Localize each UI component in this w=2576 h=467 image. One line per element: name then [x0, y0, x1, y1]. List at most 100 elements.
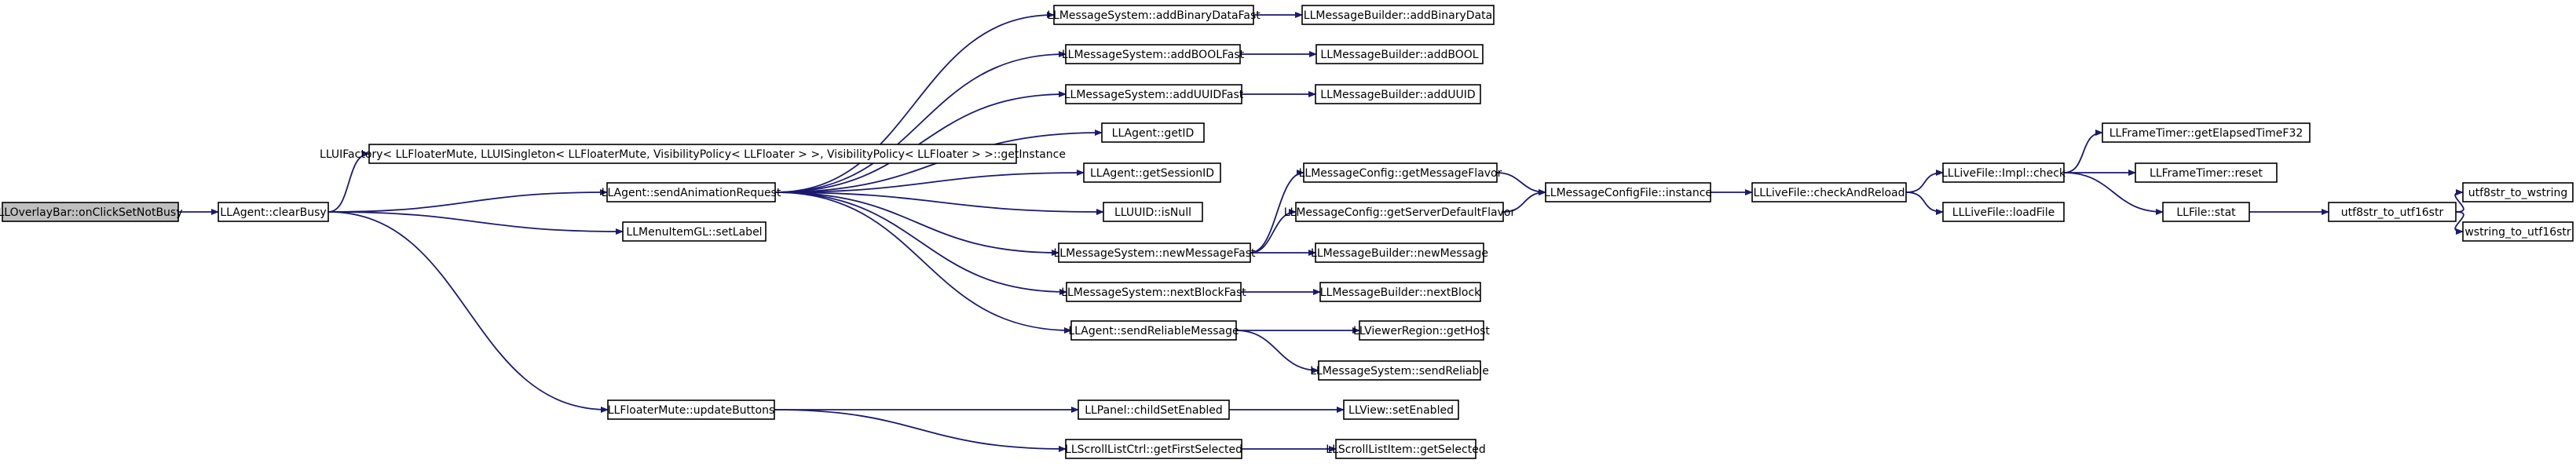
node-box[interactable]: [1070, 320, 1237, 341]
node-box[interactable]: [1065, 44, 1241, 64]
node-addbinary[interactable]: LLMessageBuilder::addBinaryData: [1301, 5, 1495, 25]
node-sendreliable_agent[interactable]: LLAgent::sendReliableMessage: [1068, 320, 1239, 341]
node-box[interactable]: [2135, 162, 2278, 183]
node-box[interactable]: [2, 202, 179, 222]
node-box[interactable]: [1343, 400, 1459, 420]
node-label: LLOverlayBar::onClickSetNotBusy: [0, 206, 183, 219]
node-wto16[interactable]: wstring_to_utf16str: [2462, 221, 2574, 242]
edge-implcheck-to-elapsed: [2063, 130, 2103, 173]
node-label: LLMessageConfigFile::instance: [1544, 187, 1712, 199]
node-label: LLLiveFile::Impl::check: [1941, 167, 2066, 180]
node-getid[interactable]: LLAgent::getID: [1101, 122, 1205, 143]
node-addboolfast[interactable]: LLMessageSystem::addBOOLFast: [1062, 44, 1245, 64]
node-label: utf8str_to_wstring: [2468, 187, 2567, 199]
node-label: LLAgent::sendReliableMessage: [1068, 325, 1239, 337]
node-box[interactable]: [1545, 182, 1711, 202]
node-reset[interactable]: LLFrameTimer::reset: [2135, 162, 2278, 183]
node-box[interactable]: [1065, 84, 1242, 104]
node-box[interactable]: [1295, 202, 1504, 222]
edge-checkreload-to-implcheck: [1905, 170, 1944, 193]
node-box[interactable]: [2162, 202, 2250, 222]
node-box[interactable]: [1101, 122, 1205, 143]
edge-getmsgflavor-to-cfginstance: [1496, 172, 1546, 195]
node-box[interactable]: [368, 144, 1017, 164]
edge-sendanim-to-adduuidfast: [774, 91, 1067, 193]
node-childsetenabled[interactable]: LLPanel::childSetEnabled: [1078, 400, 1230, 420]
node-box[interactable]: [1083, 162, 1221, 183]
node-updatebuttons[interactable]: LLFloaterMute::updateButtons: [607, 400, 775, 420]
node-newmessage[interactable]: LLMessageBuilder::newMessage: [1311, 243, 1488, 263]
node-getmsgflavor[interactable]: LLMessageConfig::getMessageFlavor: [1299, 162, 1502, 183]
node-box[interactable]: [1301, 5, 1495, 25]
node-getserverflavor[interactable]: LLMessageConfig::getServerDefaultFlavor: [1284, 202, 1516, 222]
node-label: LLAgent::getSessionID: [1090, 167, 1214, 180]
node-box[interactable]: [606, 182, 776, 202]
node-checkreload[interactable]: LLLiveFile::checkAndReload: [1751, 182, 1907, 202]
node-box[interactable]: [622, 221, 767, 242]
node-overlaybar[interactable]: LLOverlayBar::onClickSetNotBusy: [0, 202, 183, 222]
node-box[interactable]: [1942, 162, 2065, 183]
node-box[interactable]: [1315, 243, 1484, 263]
node-box[interactable]: [1359, 320, 1484, 341]
edge-sendanim-to-newmsgfast: [774, 192, 1059, 256]
node-box[interactable]: [1103, 202, 1203, 222]
node-loadfile[interactable]: LLLiveFile::loadFile: [1942, 202, 2065, 222]
node-uifactory[interactable]: LLUIFactory< LLFloaterMute, LLUISingleto…: [320, 144, 1066, 164]
node-box[interactable]: [1315, 84, 1481, 104]
node-box[interactable]: [2462, 182, 2574, 202]
node-label: LLMenuItemGL::setLabel: [626, 226, 762, 239]
edge-sendanim-to-addboolfast: [774, 51, 1067, 193]
node-isnull[interactable]: LLUUID::isNull: [1103, 202, 1203, 222]
node-getselected[interactable]: LLScrollListItem::getSelected: [1326, 439, 1486, 459]
node-box[interactable]: [607, 400, 775, 420]
node-stat[interactable]: LLFile::stat: [2162, 202, 2250, 222]
node-utf8to16[interactable]: utf8str_to_utf16str: [2328, 202, 2457, 222]
node-setenabled[interactable]: LLView::setEnabled: [1343, 400, 1459, 420]
node-getsessionid[interactable]: LLAgent::getSessionID: [1083, 162, 1221, 183]
node-utf8tow[interactable]: utf8str_to_wstring: [2462, 182, 2574, 202]
node-sendreliable_msg[interactable]: LLMessageSystem::sendReliable: [1310, 360, 1489, 381]
node-box[interactable]: [2328, 202, 2457, 222]
node-box[interactable]: [1942, 202, 2065, 222]
node-addbinaryfast[interactable]: LLMessageSystem::addBinaryDataFast: [1047, 5, 1261, 25]
node-label: LLMessageSystem::nextBlockFast: [1061, 286, 1246, 299]
node-box[interactable]: [1078, 400, 1230, 420]
node-label: LLMessageSystem::sendReliable: [1310, 365, 1489, 378]
node-sendanim[interactable]: LLAgent::sendAnimationRequest: [602, 182, 781, 202]
node-addbool[interactable]: LLMessageBuilder::addBOOL: [1315, 44, 1484, 64]
node-setlabel[interactable]: LLMenuItemGL::setLabel: [622, 221, 767, 242]
node-label: LLMessageSystem::newMessageFast: [1053, 247, 1256, 260]
node-nextblockfast[interactable]: LLMessageSystem::nextBlockFast: [1061, 282, 1246, 302]
node-adduuid[interactable]: LLMessageBuilder::addUUID: [1315, 84, 1481, 104]
edge-sendanim-to-sendreliable_agent: [774, 192, 1072, 334]
node-box[interactable]: [1751, 182, 1907, 202]
node-box[interactable]: [1053, 5, 1254, 25]
node-box[interactable]: [1335, 439, 1476, 459]
node-box[interactable]: [1065, 439, 1242, 459]
node-adduuidfast[interactable]: LLMessageSystem::addUUIDFast: [1064, 84, 1244, 104]
node-elapsed[interactable]: LLFrameTimer::getElapsedTimeF32: [2102, 122, 2311, 143]
node-box[interactable]: [1058, 243, 1251, 263]
node-box[interactable]: [1315, 44, 1484, 64]
node-label: LLLiveFile::checkAndReload: [1753, 187, 1905, 199]
node-box[interactable]: [1318, 360, 1481, 381]
edge-utf8to16-to-wto16: [2454, 211, 2464, 235]
node-gethost[interactable]: LLViewerRegion::getHost: [1353, 320, 1490, 341]
node-label: LLViewerRegion::getHost: [1353, 325, 1490, 337]
node-nextblock[interactable]: LLMessageBuilder::nextBlock: [1319, 282, 1481, 302]
node-box[interactable]: [2102, 122, 2311, 143]
edge-clearbusy-to-uifactory: [327, 151, 370, 213]
node-label: LLView::setEnabled: [1348, 404, 1454, 417]
node-box[interactable]: [218, 202, 329, 222]
node-box[interactable]: [1303, 162, 1498, 183]
node-cfginstance[interactable]: LLMessageConfigFile::instance: [1544, 182, 1712, 202]
node-newmsgfast[interactable]: LLMessageSystem::newMessageFast: [1053, 243, 1256, 263]
node-implcheck[interactable]: LLLiveFile::Impl::check: [1941, 162, 2066, 183]
node-box[interactable]: [1066, 282, 1242, 302]
node-clearbusy[interactable]: LLAgent::clearBusy: [218, 202, 329, 222]
node-getfirstselected[interactable]: LLScrollListCtrl::getFirstSelected: [1065, 439, 1242, 459]
node-box[interactable]: [2462, 221, 2574, 242]
node-label: LLScrollListItem::getSelected: [1326, 443, 1485, 456]
node-box[interactable]: [1319, 282, 1481, 302]
